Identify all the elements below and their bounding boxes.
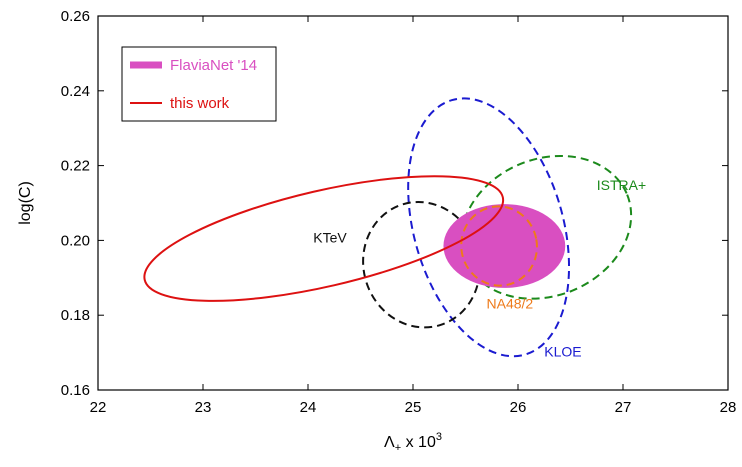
x-tick-label-25: 25 xyxy=(405,399,422,416)
x-axis-label: Λ+ x 103 xyxy=(384,431,442,454)
series-layer xyxy=(143,97,633,358)
x-tick-label-23: 23 xyxy=(195,399,212,416)
x-axis-label-superscript: 3 xyxy=(436,431,442,443)
x-tick-label-22: 22 xyxy=(90,399,107,416)
x-tick-label-27: 27 xyxy=(615,399,632,416)
ellipse-istra xyxy=(460,154,633,300)
x-axis-label-subscript: + xyxy=(395,442,401,454)
y-tick-label-0.22: 0.22 xyxy=(61,158,90,175)
y-tick-label-0.24: 0.24 xyxy=(61,83,90,100)
y-tick-label-0.18: 0.18 xyxy=(61,307,90,324)
annotation-na48-2: NA48/2 xyxy=(487,295,534,311)
x-tick-label-24: 24 xyxy=(300,399,317,416)
annotation-kloe: KLOE xyxy=(544,343,581,359)
legend-label-this-work: this work xyxy=(170,95,230,112)
y-tick-label-0.20: 0.20 xyxy=(61,232,90,249)
legend-box xyxy=(121,46,277,122)
ticks-layer: 22 23 24 25 26 27 28 0.16 0.18 0.20 0.22 0.24 0.26 xyxy=(61,8,737,416)
y-tick-label-0.16: 0.16 xyxy=(61,382,90,399)
x-axis-label-lambda: Λ xyxy=(384,434,395,451)
ellipse-na48-2 xyxy=(460,205,538,287)
y-axis-label: log(C) xyxy=(17,181,34,225)
annotation-istra: ISTRA+ xyxy=(597,177,646,193)
x-tick-label-26: 26 xyxy=(510,399,527,416)
legend-label-flavianet: FlaviaNet '14 xyxy=(170,57,257,74)
legend: FlaviaNet '14 this work xyxy=(121,46,277,122)
ellipse-this-work xyxy=(143,175,505,302)
y-tick-label-0.26: 0.26 xyxy=(61,8,90,25)
x-axis-label-rest: x 10 xyxy=(401,434,436,451)
ellipse-flavianet-14 xyxy=(443,204,566,288)
x-tick-label-28: 28 xyxy=(720,399,737,416)
annotation-ktev: KTeV xyxy=(313,229,347,245)
